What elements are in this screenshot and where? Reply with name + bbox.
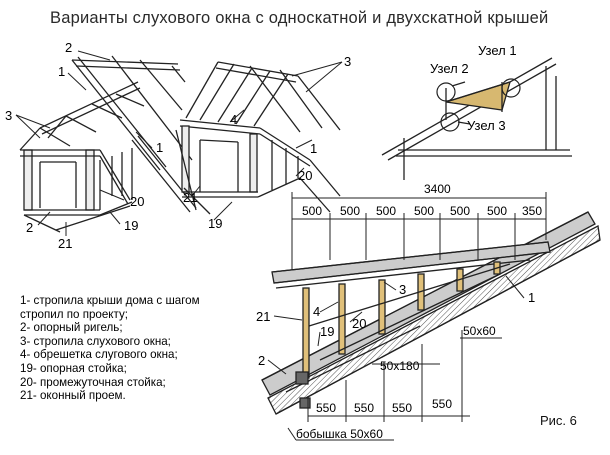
callout-left-20: 20 [130, 194, 144, 209]
dim-top-2: 500 [340, 204, 360, 218]
dim-total: 3400 [424, 182, 451, 196]
legend-line: 19- опорная стойка; [20, 361, 127, 375]
legend-line: 3- стропила слухового окна; [20, 334, 171, 348]
dim-top-5: 500 [450, 204, 470, 218]
callout-left-2b: 2 [26, 220, 33, 235]
top-dimension-lines [291, 192, 547, 270]
legend-line: 1- стропила крыши дома с шагом [20, 294, 200, 307]
callout-left-19: 19 [124, 218, 138, 233]
dim-top-3: 500 [376, 204, 396, 218]
callout-left-1b: 1 [156, 140, 163, 155]
callout-left-1: 1 [58, 64, 65, 79]
callout-mid-21: 21 [183, 190, 197, 205]
callout-mid-20: 20 [298, 168, 312, 183]
node-3-label: Узел 3 [467, 118, 506, 133]
dim-top-7: 350 [522, 204, 542, 218]
legend-line: стропил по проекту; [20, 307, 128, 321]
legend-line: 20- промежуточная стойка; [20, 375, 166, 389]
callout-left-2: 2 [65, 40, 72, 55]
legend-line: 21- оконный проем. [20, 389, 126, 403]
figure-label: Рис. 6 [540, 413, 577, 428]
page-title: Варианты слухового окна с односкатной и … [50, 9, 549, 27]
section-rafter-label: 50x60 [463, 324, 496, 338]
callout-detail-2: 2 [258, 353, 265, 368]
node-1-marker [501, 78, 521, 98]
section-nodes-drawing [381, 57, 572, 180]
dim-top-1: 500 [302, 204, 322, 218]
node-markers [436, 78, 521, 132]
dim-top-4: 500 [414, 204, 434, 218]
legend-line: 4- обрешетка слугового окна; [20, 348, 178, 362]
callout-detail-19: 19 [320, 324, 334, 339]
dim-bottom-2: 550 [354, 401, 374, 415]
legend: 1- стропила крыши дома с шагом стропил п… [20, 294, 290, 403]
node-2-marker [436, 82, 456, 102]
callout-leaders [15, 50, 525, 375]
callout-mid-4: 4 [230, 112, 237, 127]
middle-dormer-drawing [175, 61, 341, 215]
callout-mid-3: 3 [344, 54, 351, 69]
detail-drawing [261, 211, 601, 415]
callout-detail-1: 1 [528, 290, 535, 305]
node-2-label: Узел 2 [430, 61, 469, 76]
callout-mid-19: 19 [208, 216, 222, 231]
legend-line: 2- опорный ригель; [20, 321, 123, 335]
section-beam-label: 50x180 [380, 359, 420, 373]
dim-top-6: 500 [487, 204, 507, 218]
callout-left-21: 21 [58, 236, 72, 251]
dim-bottom-1: 550 [316, 401, 336, 415]
node-1-label: Узел 1 [478, 43, 517, 58]
callout-detail-4: 4 [313, 304, 320, 319]
boss-label: бобышка 50x60 [296, 427, 383, 441]
bottom-dimension-lines [307, 330, 502, 422]
callout-detail-3: 3 [399, 282, 406, 297]
dim-bottom-4: 550 [432, 397, 452, 411]
dim-bottom-3: 550 [392, 401, 412, 415]
callout-mid-1: 1 [310, 141, 317, 156]
callout-detail-21: 21 [256, 309, 270, 324]
callout-left-3: 3 [5, 108, 12, 123]
callout-detail-20: 20 [352, 316, 366, 331]
left-dormer-drawing [19, 55, 197, 233]
